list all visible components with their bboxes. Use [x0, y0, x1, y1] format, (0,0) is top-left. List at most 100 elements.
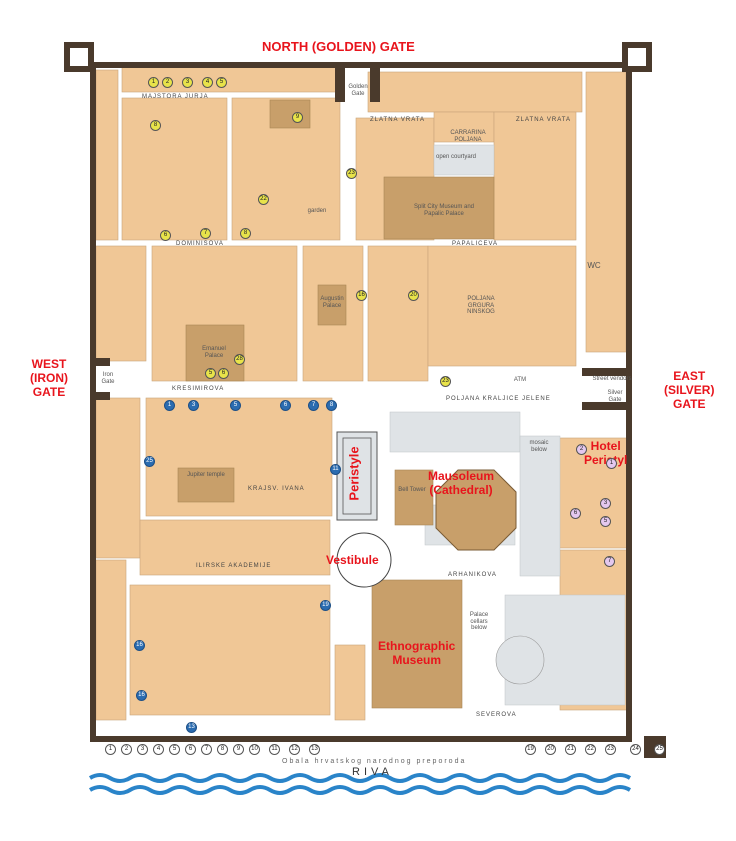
- place-mosaic-below: mosaic below: [529, 440, 549, 453]
- place-palace-cellars: Palace cellars below: [469, 612, 489, 632]
- street-ilirske-akademije: ILIRSKE AKADEMIJE: [196, 563, 272, 569]
- map-marker: 5: [216, 77, 227, 88]
- place-garden: garden: [307, 208, 327, 214]
- map-marker: 28: [234, 354, 245, 365]
- museum-apse: [495, 635, 545, 685]
- street-poljana-kraljice: POLJANA KRALJICE JELENE: [446, 396, 551, 402]
- map-marker: 1: [105, 744, 116, 755]
- map-marker: 2: [162, 77, 173, 88]
- map-marker: 13: [309, 744, 320, 755]
- map-marker: 3: [182, 77, 193, 88]
- place-atm: ATM: [513, 377, 527, 383]
- map-marker: 24: [630, 744, 641, 755]
- corner-towers: [70, 48, 646, 66]
- map-marker: 23: [605, 744, 616, 755]
- map-marker: 11: [269, 744, 280, 755]
- map-marker: 19: [525, 744, 536, 755]
- place-jupiter-temple: Jupiter temple: [187, 472, 225, 478]
- street-papaliceva: PAPALICEVA: [452, 241, 499, 247]
- map-marker: 7: [308, 400, 319, 411]
- place-augustin-palace: Augustin Palace: [320, 296, 344, 309]
- museum-label: Ethnographic Museum: [378, 639, 456, 667]
- palace-blocks: [177, 99, 495, 709]
- map-marker: 13: [186, 722, 197, 733]
- map-marker: 11: [330, 464, 341, 475]
- north-gate-label: NORTH (GOLDEN) GATE: [262, 39, 415, 54]
- street-dominisova: DOMINISOVA: [176, 241, 224, 247]
- map-marker: 22: [585, 744, 596, 755]
- map-marker: 2: [576, 444, 587, 455]
- place-bell-tower: Bell Tower: [398, 487, 426, 493]
- map-marker: 6: [185, 744, 196, 755]
- peristyle-inner: [342, 437, 372, 515]
- map-marker: 23: [440, 376, 451, 387]
- map-marker: 16: [136, 690, 147, 701]
- map-marker: 5: [230, 400, 241, 411]
- place-wc: WC: [587, 261, 601, 270]
- peristyle-area: [336, 431, 378, 521]
- map-marker: 7: [201, 744, 212, 755]
- east-gate-label: EAST (SILVER) GATE: [664, 369, 715, 411]
- place-poljana-grgura: POLJANA GRGURA NINSKOG: [467, 296, 495, 316]
- map-marker: 1: [164, 400, 175, 411]
- street-zlatna-vrata: ZLATNA VRATA: [370, 117, 426, 123]
- map-marker: 4: [202, 77, 213, 88]
- place-golden-gate: Golden Gate: [348, 84, 368, 97]
- map-marker: 3: [600, 498, 611, 509]
- map-marker: 9: [233, 744, 244, 755]
- map-marker: 3: [188, 400, 199, 411]
- map-marker: 21: [565, 744, 576, 755]
- map-marker: 2: [121, 744, 132, 755]
- map-marker: 1: [148, 77, 159, 88]
- vestibule-label: Vestibule: [326, 553, 379, 567]
- map-marker: 9: [292, 112, 303, 123]
- place-museum-palace: Split City Museum and Papalic Palace: [413, 204, 475, 217]
- map-marker: 20: [408, 290, 419, 301]
- map-marker: 6: [218, 368, 229, 379]
- street-zlatna-vrata-2: ZLATNA VRATA: [516, 117, 572, 123]
- map-marker: 8: [150, 120, 161, 131]
- map-marker: 12: [289, 744, 300, 755]
- peristyle-label: Peristyle: [346, 446, 362, 501]
- place-emanuel-palace: Emanuel Palace: [202, 346, 226, 359]
- map-marker: 1: [606, 458, 617, 469]
- map-marker: 8: [326, 400, 337, 411]
- map-marker: 16: [356, 290, 367, 301]
- street-riva: RIVA: [352, 766, 393, 778]
- map-marker: 16: [134, 640, 145, 651]
- sea-waves: [88, 773, 632, 795]
- map-marker: 6: [570, 508, 581, 519]
- map-marker: 6: [160, 230, 171, 241]
- map-marker: 8: [217, 744, 228, 755]
- map-marker: 4: [153, 744, 164, 755]
- street-majstora-jurja: MAJSTORA JURJA: [142, 94, 209, 100]
- map-marker: 20: [545, 744, 556, 755]
- west-gate-label: WEST (IRON) GATE: [30, 357, 68, 399]
- street-arhanikova: ARHANIKOVA: [448, 572, 497, 578]
- place-iron-gate: Iron Gate: [101, 372, 115, 385]
- map-marker: 6: [280, 400, 291, 411]
- map-marker: 3: [137, 744, 148, 755]
- street-severova: SEVEROVA: [476, 712, 517, 718]
- map-marker: 10: [249, 744, 260, 755]
- map-marker: 5: [205, 368, 216, 379]
- place-open-courtyard: open courtyard: [435, 154, 477, 160]
- place-street-vendors: Street vendors: [592, 376, 632, 382]
- map-marker: 25: [654, 744, 665, 755]
- map-marker: 5: [600, 516, 611, 527]
- map-marker: 19: [320, 600, 331, 611]
- street-krajsv-ivana: KRAJSV. IVANA: [248, 486, 305, 492]
- place-carrarina-poljana: CARRARINA POLJANA: [450, 130, 486, 143]
- vestibule-circle: [336, 532, 392, 588]
- map-marker: 5: [169, 744, 180, 755]
- mausoleum-label: Mausoleum (Cathedral): [428, 469, 495, 497]
- map-marker: 23: [346, 168, 357, 179]
- map-marker: 8: [240, 228, 251, 239]
- map-marker: 7: [200, 228, 211, 239]
- map-marker: 7: [604, 556, 615, 567]
- street-kresimirova: KRESIMIROVA: [172, 386, 225, 392]
- map-marker: 25: [144, 456, 155, 467]
- mausoleum-octagon: [435, 469, 517, 551]
- map-marker: 22: [258, 194, 269, 205]
